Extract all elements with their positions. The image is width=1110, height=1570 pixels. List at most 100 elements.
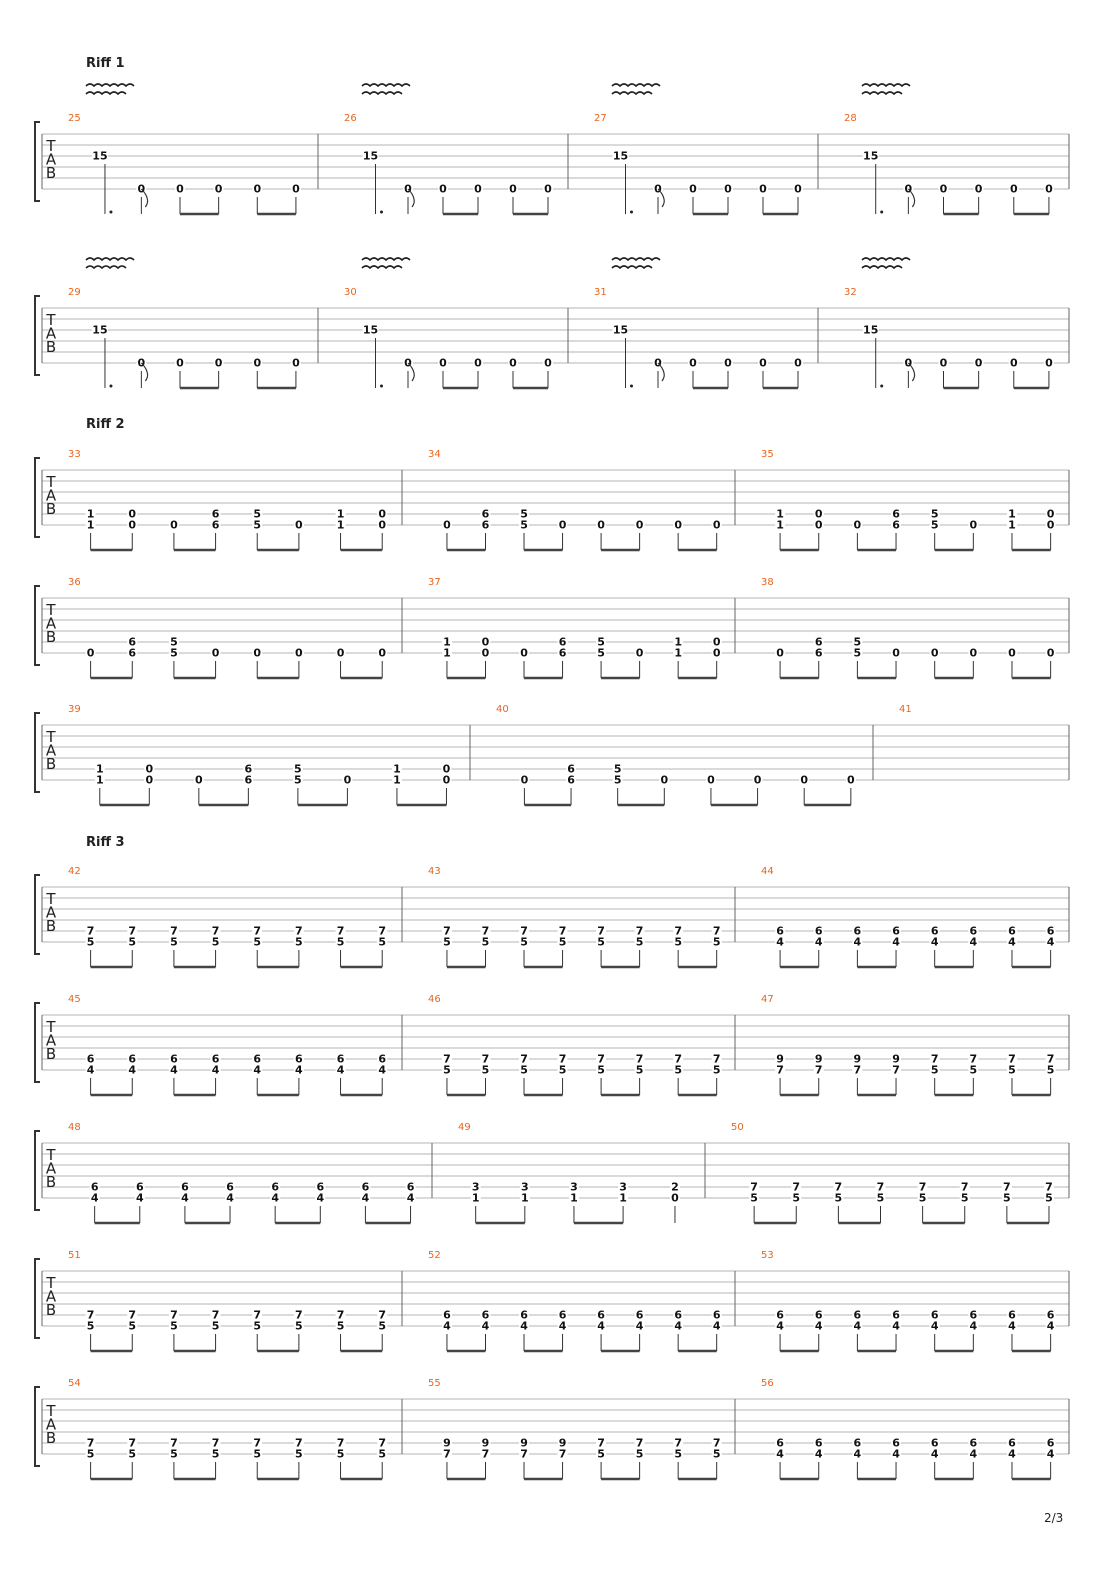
fret-bg — [85, 1053, 96, 1065]
fret-number: 6 — [931, 1437, 939, 1450]
fret-number: 0 — [794, 183, 802, 196]
fret-bg — [480, 647, 491, 659]
fret-bg — [929, 1437, 940, 1449]
fret-bg — [557, 647, 568, 659]
fret-number: 5 — [750, 1192, 758, 1205]
fret-bg — [711, 647, 722, 659]
fret-number: 1 — [776, 508, 784, 521]
fret-number: 7 — [792, 1181, 800, 1194]
fret-number: 7 — [713, 925, 721, 938]
fret-bg — [634, 519, 645, 531]
fret-bg — [813, 1064, 824, 1076]
fret-number: 7 — [253, 1309, 261, 1322]
fret-bg — [891, 925, 902, 937]
fret-bg — [891, 508, 902, 520]
fret-number: 1 — [96, 763, 104, 776]
fret-number: 6 — [931, 925, 939, 938]
fret-bg — [134, 1192, 145, 1204]
fret-bg — [252, 936, 263, 948]
fret-bg — [618, 1181, 629, 1193]
fret-number: 0 — [212, 647, 220, 660]
tab-clef-letter: B — [46, 164, 56, 182]
fret-number: 6 — [253, 1053, 261, 1066]
fret-number: 4 — [597, 1320, 605, 1333]
fret-bg — [775, 519, 786, 531]
fret-bg — [1045, 1437, 1056, 1449]
fret-number: 7 — [776, 1064, 784, 1077]
fret-bg — [1045, 508, 1056, 520]
page-number: 2/3 — [1044, 1511, 1063, 1525]
tab-clef-letter: T — [45, 311, 56, 329]
fret-number: 7 — [1008, 1053, 1016, 1066]
fret-number: 6 — [316, 1181, 324, 1194]
measure-number: 35 — [761, 449, 774, 460]
section-label: Riff 3 — [86, 835, 125, 850]
fret-bg — [480, 1448, 491, 1460]
fret-number: 6 — [337, 1053, 345, 1066]
fret-number: 7 — [87, 925, 95, 938]
fret-bg — [85, 1437, 96, 1449]
fret-number: 6 — [892, 1437, 900, 1450]
fret-bg — [875, 1181, 886, 1193]
fret-bg — [669, 1192, 680, 1204]
fret-bg — [441, 1053, 452, 1065]
fret-bg — [852, 647, 863, 659]
fret-number: 0 — [940, 357, 948, 370]
fret-bg — [852, 1437, 863, 1449]
fret-number: 5 — [636, 936, 644, 949]
fret-number: 6 — [559, 636, 567, 649]
fret-number: 7 — [443, 1053, 451, 1066]
fret-bg — [618, 1192, 629, 1204]
tab-clef-letter: A — [46, 151, 57, 169]
vibrato-mark — [361, 265, 403, 270]
fret-bg — [252, 357, 263, 369]
section-label: Riff 2 — [86, 417, 125, 432]
fret-number: 4 — [271, 1192, 279, 1205]
fret-number: 0 — [636, 519, 644, 532]
fret-number: 6 — [181, 1181, 189, 1194]
fret-bg — [862, 324, 879, 336]
fret-bg — [813, 636, 824, 648]
fret-bg — [179, 1181, 190, 1193]
fret-number: 7 — [1003, 1181, 1011, 1194]
fret-number: 4 — [1047, 936, 1055, 949]
fret-bg — [596, 1437, 607, 1449]
fret-number: 6 — [1047, 1309, 1055, 1322]
tab-clef-letter: T — [45, 1274, 56, 1292]
fret-bg — [335, 1448, 346, 1460]
fret-number: 0 — [931, 647, 939, 660]
fret-bg — [94, 763, 105, 775]
fret-number: 7 — [815, 1064, 823, 1077]
fret-bg — [441, 636, 452, 648]
fret-number: 5 — [854, 636, 862, 649]
fret-bg — [127, 1448, 138, 1460]
fret-bg — [252, 1437, 263, 1449]
fret-bg — [673, 1309, 684, 1321]
fret-bg — [293, 1309, 304, 1321]
measure-number: 52 — [428, 1250, 441, 1261]
vibrato-mark — [611, 91, 653, 96]
fret-number: 7 — [337, 1437, 345, 1450]
fret-number: 4 — [520, 1320, 528, 1333]
fret-number: 1 — [337, 508, 345, 521]
fret-bg — [673, 647, 684, 659]
fret-bg — [833, 1181, 844, 1193]
fret-bg — [85, 647, 96, 659]
fret-bg — [290, 357, 301, 369]
fret-number: 5 — [931, 508, 939, 521]
fret-bg — [94, 774, 105, 786]
fret-number: 5 — [212, 1448, 220, 1461]
fret-number: 4 — [892, 1320, 900, 1333]
measure-number: 26 — [344, 113, 357, 124]
fret-bg — [441, 1437, 452, 1449]
fret-number: 5 — [636, 1064, 644, 1077]
fret-bg — [557, 1437, 568, 1449]
fret-number: 0 — [443, 763, 451, 776]
fret-number: 7 — [919, 1181, 927, 1194]
fret-bg — [315, 1192, 326, 1204]
fret-number: 0 — [970, 647, 978, 660]
fret-bg — [891, 1448, 902, 1460]
measure-number: 42 — [68, 866, 81, 877]
fret-number: 0 — [544, 357, 552, 370]
fret-number: 6 — [212, 508, 220, 521]
